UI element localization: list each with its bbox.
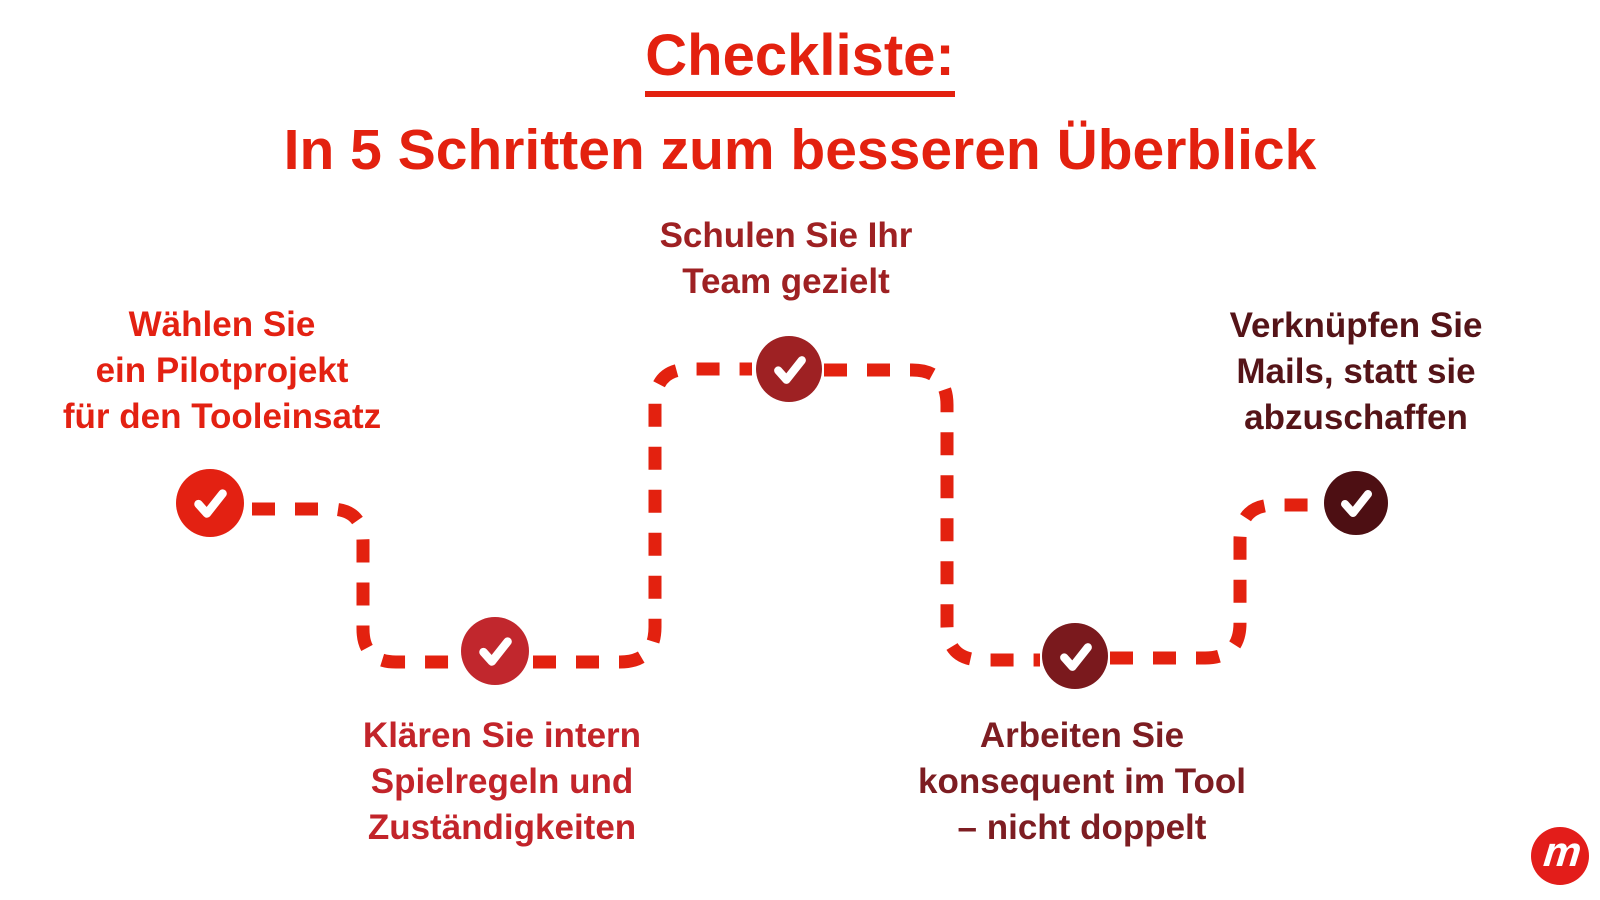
step-3-line-2: Team gezielt xyxy=(682,262,890,301)
step-3-line-1: Schulen Sie Ihr xyxy=(659,216,913,255)
step-1-label: Wählen Sie ein Pilotprojekt für den Tool… xyxy=(22,302,422,440)
header: Checkliste: In 5 Schritten zum besseren … xyxy=(0,24,1600,181)
page-subtitle: In 5 Schritten zum besseren Überblick xyxy=(283,117,1317,182)
step-3-check-icon xyxy=(756,336,822,402)
checkmark-icon xyxy=(1341,490,1372,517)
connector-segment-4 xyxy=(1110,498,1322,665)
step-3-label: Schulen Sie Ihr Team gezielt xyxy=(586,213,986,305)
step-2-line-2: Spielregeln und xyxy=(370,762,634,801)
connector-segment-1 xyxy=(252,502,458,669)
step-4-check-icon xyxy=(1042,623,1108,689)
step-1-check-icon xyxy=(176,469,244,537)
step-5-line-2: Mails, statt sie xyxy=(1236,352,1476,391)
step-5-label: Verknüpfen Sie Mails, statt sie abzuscha… xyxy=(1156,303,1556,441)
step-4-line-1: Arbeiten Sie xyxy=(979,716,1185,755)
step-2-label: Klären Sie intern Spielregeln und Zustän… xyxy=(302,713,702,851)
connector-segment-2 xyxy=(533,362,752,669)
step-1-line-3: für den Tooleinsatz xyxy=(62,397,382,436)
step-4-line-3: – nicht doppelt xyxy=(957,808,1207,847)
step-1-line-2: ein Pilotprojekt xyxy=(95,351,349,390)
step-4-line-2: konsequent im Tool xyxy=(918,762,1246,801)
step-5-line-3: abzuschaffen xyxy=(1244,398,1468,437)
step-5-check-icon xyxy=(1324,471,1388,535)
meistertask-logo: m xyxy=(1531,827,1589,885)
step-4-label: Arbeiten Sie konsequent im Tool – nicht … xyxy=(882,713,1282,851)
checkmark-icon xyxy=(479,637,512,666)
checkmark-icon xyxy=(773,355,806,384)
step-1-line-1: Wählen Sie xyxy=(128,305,316,344)
connector-segment-3 xyxy=(824,363,1040,667)
step-5-line-1: Verknüpfen Sie xyxy=(1229,306,1483,345)
logo-letter-m: m xyxy=(1541,828,1585,875)
page-title: Checkliste: xyxy=(645,24,955,97)
checkmark-icon xyxy=(1059,642,1092,671)
step-2-line-1: Klären Sie intern xyxy=(362,716,642,755)
checkmark-icon xyxy=(194,489,227,518)
step-2-line-3: Zuständigkeiten xyxy=(367,808,637,847)
step-2-check-icon xyxy=(461,617,529,685)
